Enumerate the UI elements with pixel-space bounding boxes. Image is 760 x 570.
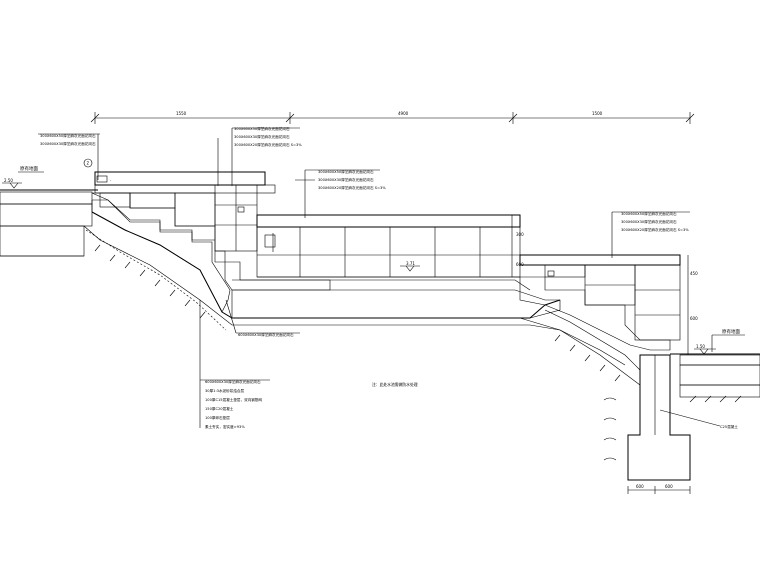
note-right-3: 300X600X20厚芝麻灰光面花岗石 S=3% xyxy=(621,227,689,232)
layer-5: 100厚碎石垫层 xyxy=(205,415,230,420)
note-mid-group: 300X600X50厚芝麻灰光面花岗石 300X600X30厚芝麻灰光面花岗石 … xyxy=(295,169,386,218)
footing-dim-1: 600 xyxy=(636,484,644,489)
note-left-1: 300X600X50厚芝麻灰光面花岗石 xyxy=(40,133,96,138)
overall-dimension-line: 1550 4900 1500 xyxy=(90,111,695,124)
note-right-2: 300X600X30厚芝麻灰光面花岗石 xyxy=(621,219,677,224)
vdim-1: 300 xyxy=(516,232,524,237)
vertical-dimensions: 300 600 450 600 xyxy=(511,215,698,355)
dim-label-middle: 4900 xyxy=(398,111,409,116)
earth-hatch-right xyxy=(554,334,621,461)
note-left-group: 300X600X50厚芝麻灰光面花岗石 300X600X30厚芝麻灰光面花岗石 … xyxy=(38,133,112,183)
note-lower: 600X600X30厚芝麻灰光面花岗石 xyxy=(225,299,300,337)
note-mid-1: 300X600X50厚芝麻灰光面花岗石 xyxy=(318,169,374,174)
footing-dim-2: 600 xyxy=(665,484,673,489)
main-structure xyxy=(83,171,691,481)
note-top-2: 300X600X30厚芝麻灰光面花岗石 xyxy=(234,134,290,139)
note-mid-3: 300X600X20厚芝麻灰光面花岗石 S=3% xyxy=(318,185,386,190)
note-left-2: 300X600X30厚芝麻灰光面花岗石 xyxy=(40,141,96,146)
note-wall: C25混凝土 xyxy=(659,409,738,429)
left-elevation: 2.50 xyxy=(4,178,13,183)
layer-3: 100厚C15混凝土垫层，双向钢筋网 xyxy=(205,397,262,402)
vdim-2: 600 xyxy=(516,262,524,267)
vdim-4: 600 xyxy=(690,316,698,321)
ref-circle: 2 xyxy=(87,161,90,166)
wall-note-text: C25混凝土 xyxy=(720,424,738,429)
note-top-3: 300X600X20厚芝麻灰光面花岗石 S=3% xyxy=(234,142,302,147)
dim-label-left: 1550 xyxy=(176,111,187,116)
center-note: 注：此处水池需做防水处理 xyxy=(372,382,418,387)
pool-elevation: 3.71 xyxy=(406,261,415,266)
left-ground: 原有地面 2.50 xyxy=(0,165,98,257)
layer-2: 30厚1:3水泥砂浆结合层 xyxy=(205,388,245,393)
layer-6: 素土夯实，密实度>93% xyxy=(205,424,245,429)
pool-elevation-marker: 3.71 xyxy=(400,261,420,272)
note-lower-text: 600X600X30厚芝麻灰光面花岗石 xyxy=(238,332,294,337)
slope-note: - xyxy=(110,178,112,182)
layer-4: 150厚C20混凝土 xyxy=(205,406,234,411)
note-top-group: 300X600X50厚芝麻灰光面花岗石 300X600X30厚芝麻灰光面花岗石 … xyxy=(217,126,302,186)
earth-hatch-left xyxy=(94,244,206,319)
right-elevation: 1.50 xyxy=(696,344,705,349)
vdim-3: 450 xyxy=(690,271,698,276)
note-right-1: 300X600X50厚芝麻灰光面花岗石 xyxy=(621,211,677,216)
note-right-group: 300X600X50厚芝麻灰光面花岗石 300X600X30厚芝麻灰光面花岗石 … xyxy=(611,211,690,258)
layer-1: 600X600X30厚芝麻灰光面花岗石 xyxy=(205,379,261,384)
right-ground-label: 原有地面 xyxy=(722,328,740,335)
dim-label-right: 1500 xyxy=(592,111,603,116)
note-mid-2: 300X600X30厚芝麻灰光面花岗石 xyxy=(318,177,374,182)
footing-dimensions: 600 600 xyxy=(627,484,691,494)
note-top-1: 300X600X50厚芝麻灰光面花岗石 xyxy=(234,126,290,131)
right-ground: 原有地面 1.50 xyxy=(670,328,760,403)
note-layers-group: 600X600X30厚芝麻灰光面花岗石 30厚1:3水泥砂浆结合层 100厚C1… xyxy=(199,300,270,429)
left-ground-label: 原有地面 xyxy=(20,165,38,172)
